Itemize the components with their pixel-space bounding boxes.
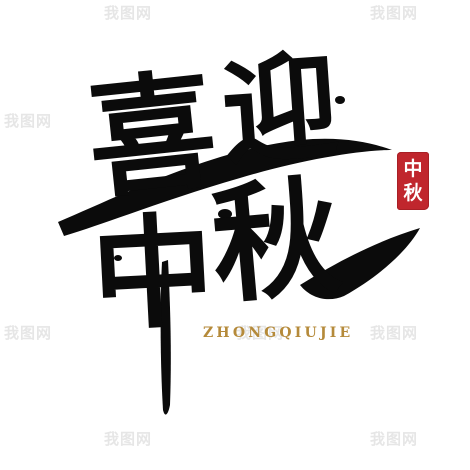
red-seal-stamp: 中 秋 [397, 152, 429, 210]
watermark-text: 我图网 [104, 4, 153, 22]
watermark-text: 我图网 [370, 430, 419, 448]
title-char-qiu: 秋 [205, 161, 347, 323]
watermark-text: 我图网 [370, 4, 419, 22]
title-char-ying: 迎 [217, 38, 343, 182]
watermark-text: 我图网 [4, 324, 53, 342]
title-char-xi: 喜 [80, 54, 224, 218]
watermark-text: 我图网 [370, 324, 419, 342]
watermark-text: 我图网 [236, 324, 285, 342]
watermark-text: 我图网 [4, 112, 53, 130]
title-char-zhong: 中 [88, 197, 218, 349]
pinyin-caption: ZHONGQIUJIE [203, 325, 354, 341]
seal-char: 秋 [403, 182, 423, 204]
seal-char: 中 [403, 158, 423, 180]
watermark-text: 我图网 [104, 430, 153, 448]
